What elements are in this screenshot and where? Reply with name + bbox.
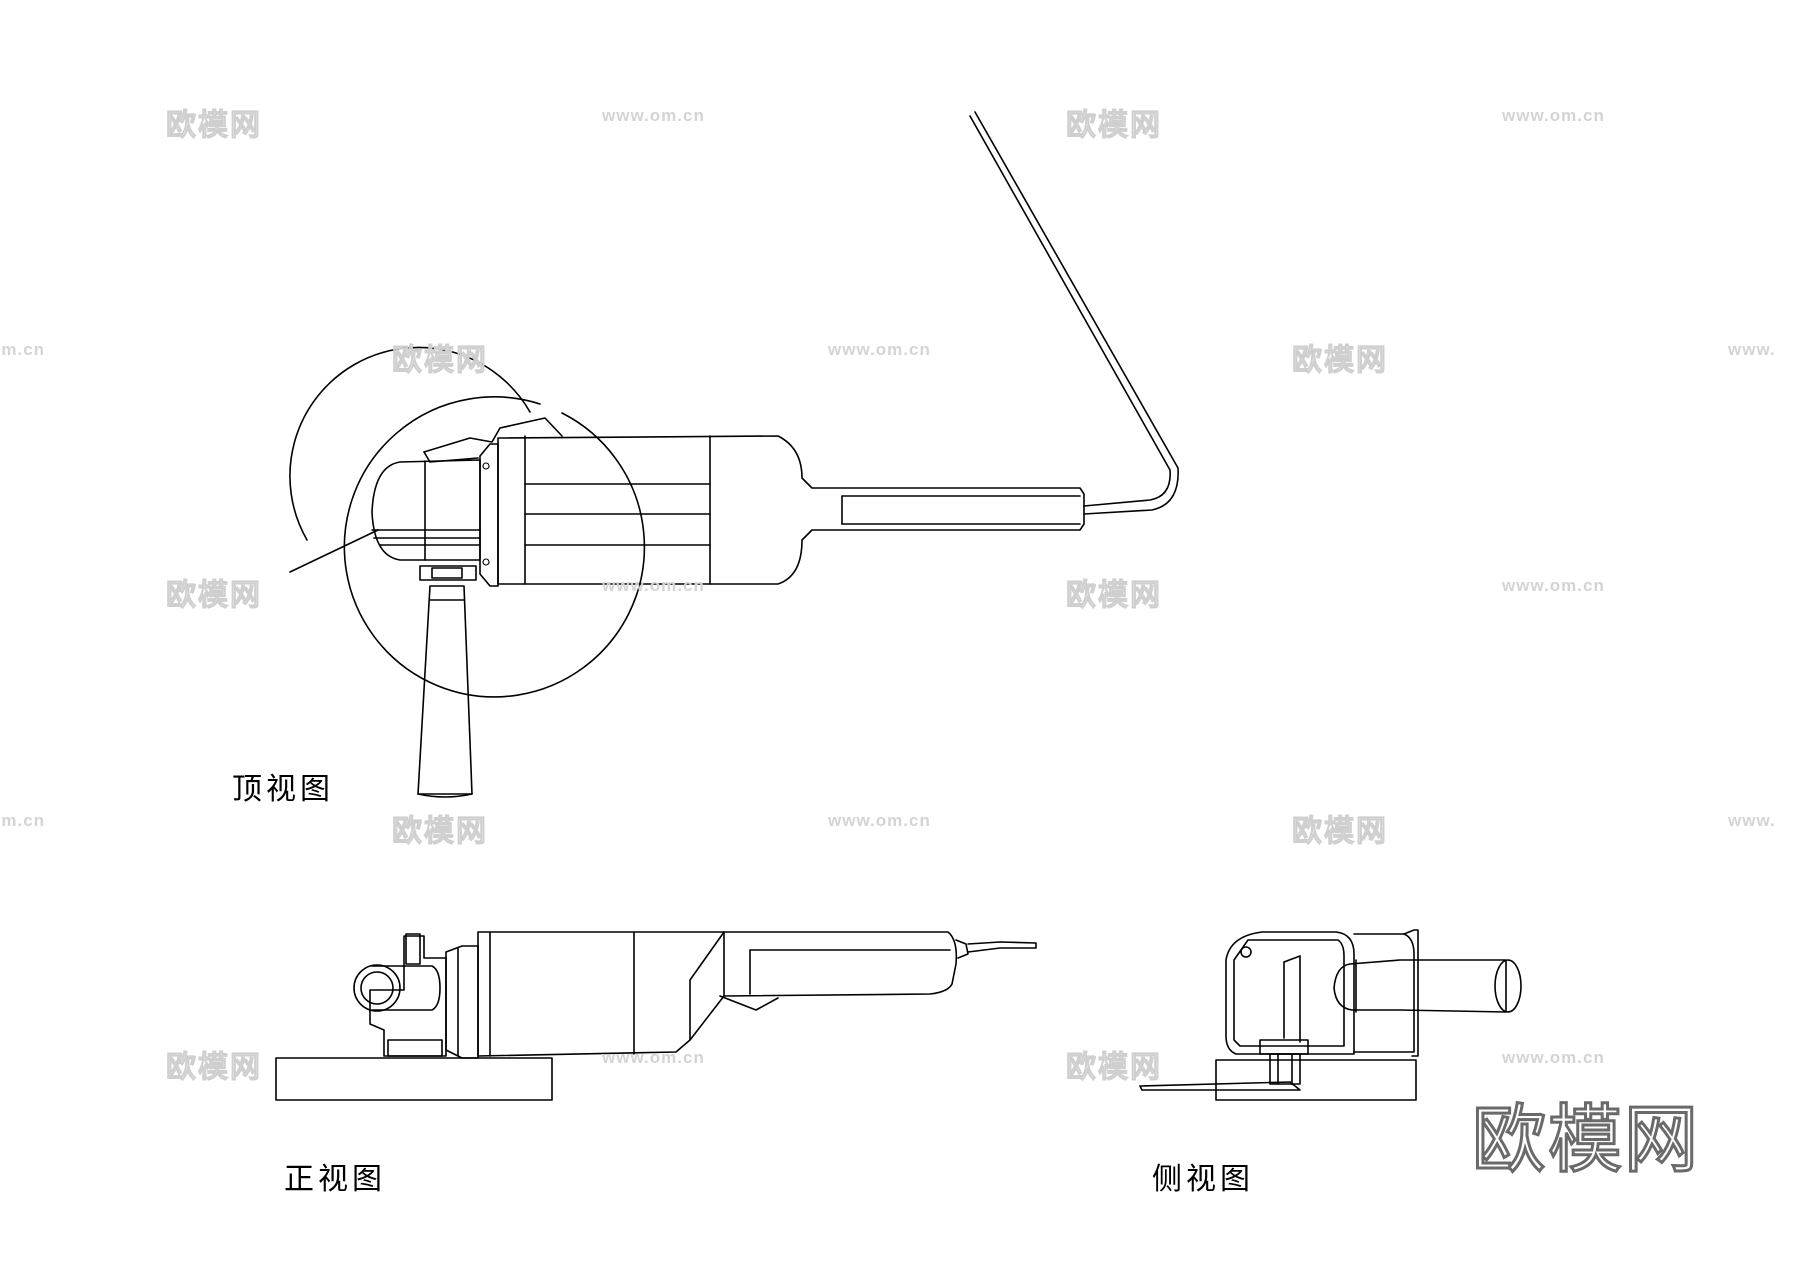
top-view-drawing: [289, 111, 1179, 798]
watermark-logo: 欧模网: [166, 108, 262, 144]
watermark-url: www.: [1728, 811, 1776, 830]
front-workpiece: [275, 1057, 553, 1101]
watermark-logo: 欧模网: [1066, 108, 1162, 144]
watermark-url: om.cn: [0, 811, 46, 830]
side-gear-head: [1225, 931, 1355, 1055]
watermark-logo: 欧模网: [1066, 1050, 1162, 1086]
watermark-logo: 欧模网: [166, 578, 262, 614]
watermark-url: om.cn: [0, 340, 46, 359]
top-side-handle: [417, 585, 473, 795]
brand-logo: 欧模网: [1471, 1096, 1700, 1185]
watermark-url: www.om.cn: [1502, 106, 1605, 125]
top-view-caption: 顶视图: [232, 772, 334, 807]
watermark-logo: 欧模网: [1066, 578, 1162, 614]
watermark-logo: 欧模网: [166, 1050, 262, 1086]
watermark-url: www.om.cn: [602, 1048, 705, 1067]
side-cutting-disc: [1139, 1081, 1301, 1091]
top-wheel-guard: [343, 396, 646, 698]
front-power-cable: [967, 941, 1037, 953]
side-side-handle: [1333, 959, 1507, 1013]
front-motor-housing: [477, 931, 958, 1057]
watermark-url: www.om.cn: [828, 811, 931, 830]
front-side-handle: [371, 965, 441, 1011]
front-view-drawing: [275, 931, 1037, 1101]
side-view-drawing: [1139, 929, 1522, 1101]
top-gear-head: [371, 459, 481, 561]
watermark-url: www.om.cn: [602, 106, 705, 125]
watermark-logo: 欧模网: [1292, 814, 1388, 850]
watermark-url: www.: [1728, 340, 1776, 359]
watermark-url: www.om.cn: [828, 340, 931, 359]
watermark-logo: 欧模网: [392, 343, 488, 379]
top-wheel-inner: [289, 346, 531, 541]
watermark-logo: 欧模网: [1292, 343, 1388, 379]
front-view-caption: 正视图: [284, 1162, 386, 1197]
watermark-url: www.om.cn: [602, 576, 705, 595]
top-power-cable: [969, 115, 1171, 507]
side-view-caption: 侧视图: [1152, 1162, 1254, 1197]
watermark-url: www.om.cn: [1502, 1048, 1605, 1067]
side-motor-housing: [1353, 933, 1415, 1053]
watermark-url: www.om.cn: [1502, 576, 1605, 595]
top-motor-housing: [497, 435, 1085, 585]
watermark-logo: 欧模网: [392, 814, 488, 850]
